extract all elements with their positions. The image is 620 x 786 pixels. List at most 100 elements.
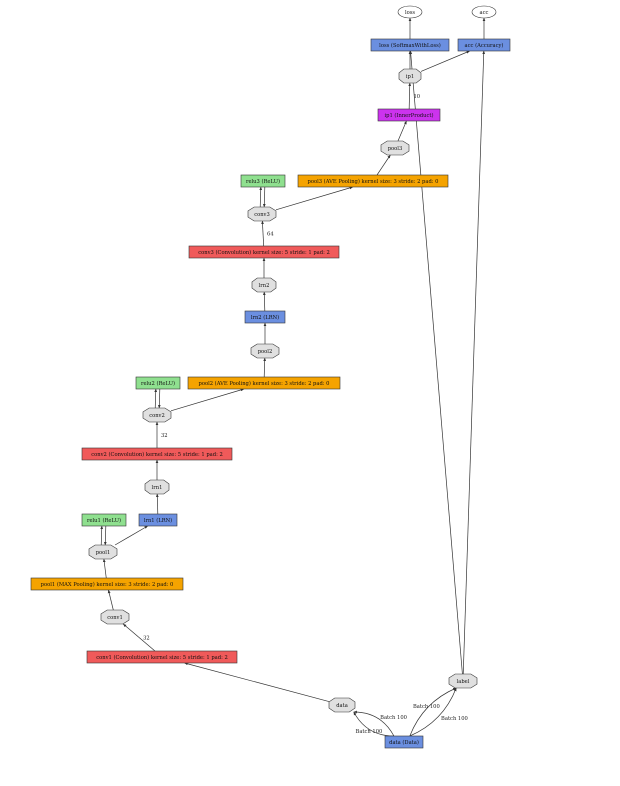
node-shape: [86, 650, 238, 664]
edge-conv3_blob-to-pool3_layer: [275, 186, 354, 211]
node-label: acc (Accuracy): [465, 42, 504, 49]
edge-label: Batch 100: [413, 704, 440, 710]
node-data-blob[interactable]: data: [328, 697, 356, 713]
node-shape: [380, 140, 410, 156]
edge-lrn2_layer-to-lrn2_blob: [262, 291, 266, 312]
node-shape: [448, 673, 478, 689]
edge-conv1_layer-to-conv1_blob: [122, 623, 156, 652]
node-shape: [240, 174, 286, 188]
node-relu3[interactable]: relu3 (ReLU): [240, 174, 286, 188]
edge-label_blob-to-loss_layer: [409, 50, 463, 675]
edge-data_layer-to-label_blob: [409, 687, 457, 737]
node-shape: [100, 609, 130, 625]
node-label: relu2 (ReLU): [141, 380, 175, 387]
node-label: pool2: [258, 349, 273, 355]
edge-relu1-to-pool1_blob: [103, 525, 107, 546]
edge-conv3_blob-to-relu3: [259, 186, 263, 208]
edge-lrn1_layer-to-lrn1_blob: [155, 493, 159, 515]
edge-label: 10: [413, 94, 420, 100]
node-shape: [135, 376, 181, 390]
node-shape: [377, 108, 441, 122]
node-label: loss (SoftmaxWithLoss): [379, 42, 441, 49]
node-label: pool1 (MAX Pooling) kernel size: 3 strid…: [41, 581, 174, 588]
node-shape: [297, 174, 449, 188]
node-shape: [247, 206, 277, 222]
node-pool3-blob[interactable]: pool3: [380, 140, 410, 156]
node-shape: [81, 447, 233, 461]
edge-relu3-to-conv3_blob: [262, 186, 266, 208]
node-label-blob[interactable]: label: [448, 673, 478, 689]
node-shape: [250, 343, 280, 359]
node-pool1-layer[interactable]: pool1 (MAX Pooling) kernel size: 3 strid…: [30, 577, 184, 591]
node-shape: [138, 513, 178, 527]
node-label: label: [457, 679, 470, 685]
node-pool1-blob[interactable]: pool1: [88, 544, 118, 560]
edge-conv2_blob-to-relu2: [154, 388, 158, 409]
node-loss[interactable]: loss: [397, 5, 423, 19]
node-label: conv2: [149, 413, 165, 419]
edge-relu2-to-conv2_blob: [157, 388, 161, 409]
node-conv3-layer[interactable]: conv3 (Convolution) kernel size: 5 strid…: [188, 245, 340, 259]
edge-pool1_blob-to-lrn1_layer: [114, 525, 148, 546]
node-shape: [188, 245, 340, 259]
node-relu2[interactable]: relu2 (ReLU): [135, 376, 181, 390]
node-shape: [30, 577, 184, 591]
node-acc-layer[interactable]: acc (Accuracy): [457, 38, 511, 52]
node-conv1-blob[interactable]: conv1: [100, 609, 130, 625]
node-data-layer[interactable]: data (Data): [384, 735, 424, 749]
node-relu1[interactable]: relu1 (ReLU): [81, 513, 127, 527]
node-shape: [328, 697, 356, 713]
node-label: lrn1: [152, 485, 163, 491]
node-label: pool1: [96, 550, 111, 556]
node-ip1-blob[interactable]: ip1: [398, 68, 422, 84]
edge-pool1_blob-to-relu1: [100, 525, 104, 546]
node-shape: [144, 479, 170, 495]
node-label: conv3: [254, 212, 270, 218]
node-label: lrn2: [259, 283, 270, 289]
node-lrn1-blob[interactable]: lrn1: [144, 479, 170, 495]
node-label: conv2 (Convolution) kernel size: 5 strid…: [91, 451, 223, 458]
edge-ip1_layer-to-ip1_blob: [408, 82, 412, 110]
node-lrn2-blob[interactable]: lrn2: [251, 277, 277, 293]
node-conv2-layer[interactable]: conv2 (Convolution) kernel size: 5 strid…: [81, 447, 233, 461]
node-lrn1-layer[interactable]: lrn1 (LRN): [138, 513, 178, 527]
node-shape: [244, 310, 286, 324]
edge-label_blob-to-acc_layer: [462, 50, 486, 675]
node-ip1-layer[interactable]: ip1 (InnerProduct): [377, 108, 441, 122]
node-conv2-blob[interactable]: conv2: [142, 407, 172, 423]
edge-pool3_layer-to-pool3_blob: [376, 154, 391, 176]
edge-label: Batch 100: [441, 716, 468, 722]
node-label: lrn1 (LRN): [144, 517, 172, 524]
nodes: loss acc loss (SoftmaxWithLoss) acc (Accura…: [30, 5, 511, 749]
node-label: pool2 (AVE Pooling) kernel size: 3 strid…: [199, 380, 330, 387]
edge-data_blob-to-conv1_layer: [184, 662, 330, 702]
node-conv1-layer[interactable]: conv1 (Convolution) kernel size: 5 strid…: [86, 650, 238, 664]
node-shape: [88, 544, 118, 560]
node-shape: [471, 5, 497, 19]
edge-conv3_layer-to-conv3_blob: [261, 220, 265, 247]
node-loss-layer[interactable]: loss (SoftmaxWithLoss): [370, 38, 450, 52]
node-label: ip1: [406, 74, 414, 80]
node-label: data (Data): [389, 739, 419, 746]
edge-data_layer-to-data_blob: [353, 710, 395, 737]
node-conv3-blob[interactable]: conv3: [247, 206, 277, 222]
node-shape: [457, 38, 511, 52]
node-label: acc: [480, 10, 489, 16]
node-label: relu3 (ReLU): [246, 178, 280, 185]
node-label: lrn2 (LRN): [251, 314, 279, 321]
node-pool2-layer[interactable]: pool2 (AVE Pooling) kernel size: 3 strid…: [187, 376, 341, 390]
edge-label: Batch 100: [380, 715, 407, 721]
node-pool3-layer[interactable]: pool3 (AVE Pooling) kernel size: 3 strid…: [297, 174, 449, 188]
node-shape: [398, 68, 422, 84]
edge-label: 64: [267, 232, 274, 238]
node-shape: [384, 735, 424, 749]
node-pool2-blob[interactable]: pool2: [250, 343, 280, 359]
node-lrn2-layer[interactable]: lrn2 (LRN): [244, 310, 286, 324]
node-acc[interactable]: acc: [471, 5, 497, 19]
edge-label: 32: [161, 433, 168, 439]
node-shape: [370, 38, 450, 52]
node-label: pool3: [388, 146, 403, 152]
node-label: ip1 (InnerProduct): [384, 112, 433, 119]
